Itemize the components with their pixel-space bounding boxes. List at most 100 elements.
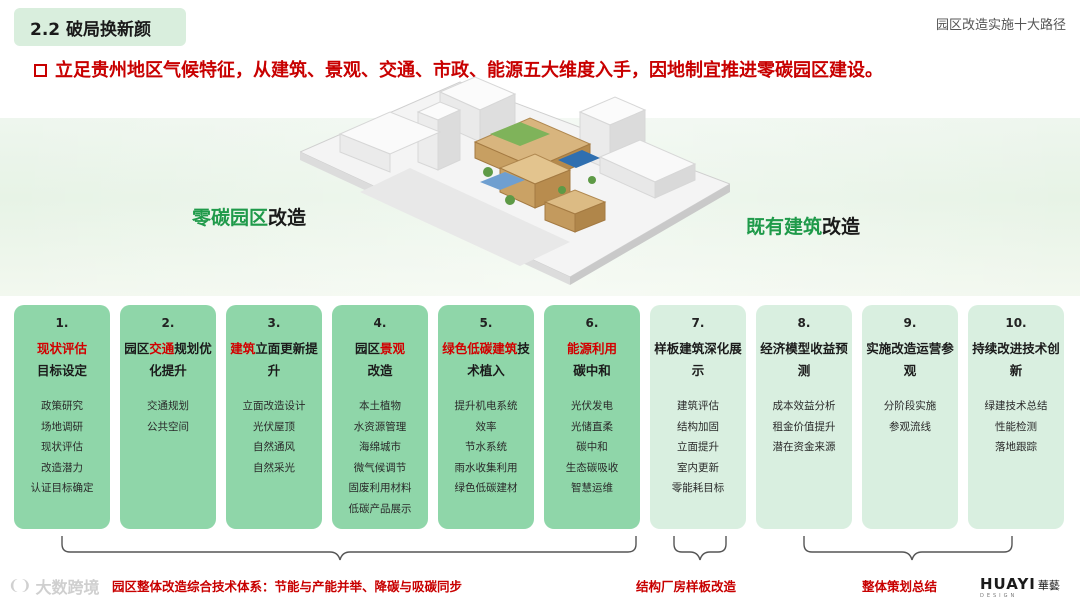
card-item: 认证目标确定 [30, 482, 94, 494]
card-item: 碳中和 [576, 441, 608, 453]
card-title-red: 景观 [380, 341, 406, 356]
card-7: 7. 样板建筑深化展示 建筑评估 结构加固 立面提升 室内更新 零能耗目标 [650, 305, 746, 529]
card-item: 公共空间 [147, 420, 189, 433]
card-number: 4. [373, 316, 387, 330]
card-title: 建筑立面更新提升 [226, 338, 322, 382]
card-item: 立面提升 [677, 441, 719, 453]
card-item: 落地跟踪 [995, 441, 1037, 453]
card-items: 交通规划 公共空间 [120, 396, 216, 437]
card-item: 自然采光 [253, 461, 295, 474]
watermark-logo-icon: ❨❩ [8, 578, 32, 594]
card-item: 雨水收集利用 [454, 461, 518, 474]
card-title: 绿色低碳建筑技术植入 [438, 338, 534, 382]
bracket-group-3 [803, 536, 1013, 561]
hero-right-rest-text: 改造 [822, 216, 861, 238]
card-5: 5. 绿色低碳建筑技术植入 提升机电系统 效率 节水系统 雨水收集利用 绿色低碳… [438, 305, 534, 529]
bracket-group-2 [673, 536, 727, 561]
card-title: 样板建筑深化展示 [654, 341, 742, 378]
card-4: 4. 园区景观改造 本土植物 水资源管理 海绵城市 微气候调节 固废利用材料 低… [332, 305, 428, 529]
section-title: 2.2 破局换新颜 [14, 8, 186, 46]
card-title-rest: 目标设定 [36, 363, 87, 378]
hero-left-green-text: 零碳园区 [192, 207, 269, 229]
logo-sub: DESIGN [980, 593, 1018, 599]
card-title-red: 能源利用 [566, 341, 617, 356]
card-item: 光伏发电 [571, 400, 613, 412]
card-title: 园区交通规划优化提升 [120, 338, 216, 382]
group-1-caption: 园区整体改造综合技术体系：节能与产能并举、降碳与吸碳同步 [112, 579, 463, 594]
card-item: 分阶段实施 [883, 400, 937, 412]
card-10: 10. 持续改进技术创新 绿建技术总结 性能检测 落地跟踪 [968, 305, 1064, 529]
card-number: 5. [479, 316, 493, 330]
card-item: 海绵城市 [359, 441, 401, 453]
card-3: 3. 建筑立面更新提升 立面改造设计 光伏屋顶 自然通风 自然采光 [226, 305, 322, 529]
card-title-pre: 园区 [124, 341, 150, 356]
card-items: 绿建技术总结 性能检测 落地跟踪 [968, 396, 1064, 458]
card-number: 8. [797, 316, 811, 330]
card-items: 政策研究 场地调研 现状评估 改造潜力 认证目标确定 [14, 396, 110, 499]
card-item: 现状评估 [41, 441, 83, 453]
card-item: 节水系统 [465, 441, 507, 453]
card-item: 立面改造设计 [242, 400, 306, 412]
card-items: 立面改造设计 光伏屋顶 自然通风 自然采光 [226, 396, 322, 478]
card-item: 建筑评估 [677, 400, 719, 412]
card-8: 8. 经济模型收益预测 成本效益分析 租金价值提升 潜在资金来源 [756, 305, 852, 529]
bracket-group-1 [61, 536, 637, 561]
card-item: 微气候调节 [353, 461, 407, 474]
card-items: 本土植物 水资源管理 海绵城市 微气候调节 固废利用材料 低碳产品展示 [332, 396, 428, 519]
card-title-red: 绿色低碳建筑 [442, 341, 518, 356]
section-title-text: 2.2 破局换新颜 [30, 19, 152, 40]
watermark-text: 大数跨境 [35, 578, 100, 597]
card-title-rest: 技术植入 [467, 341, 530, 378]
logo-cn: 華藝 [1037, 579, 1060, 592]
card-item: 绿色低碳建材 [454, 482, 518, 494]
card-item: 自然通风 [253, 441, 295, 453]
card-item: 政策研究 [41, 400, 83, 412]
card-title-red: 建筑 [230, 341, 256, 356]
card-6: 6. 能源利用碳中和 光伏发电 光储直柔 碳中和 生态碳吸收 智慧运维 [544, 305, 640, 529]
card-number: 3. [267, 316, 281, 330]
card-item: 交通规划 [147, 400, 189, 412]
card-item: 生态碳吸收 [565, 461, 619, 474]
card-items: 建筑评估 结构加固 立面提升 室内更新 零能耗目标 [650, 396, 746, 499]
card-2: 2. 园区交通规划优化提升 交通规划 公共空间 [120, 305, 216, 529]
card-title: 持续改进技术创新 [972, 341, 1060, 378]
card-item: 参观流线 [889, 420, 931, 433]
group-2-caption: 结构厂房样板改造 [636, 579, 737, 594]
card-item: 智慧运维 [571, 482, 613, 494]
card-items: 分阶段实施 参观流线 [862, 396, 958, 437]
card-number: 6. [585, 316, 599, 330]
card-title-rest: 立面更新提升 [255, 341, 318, 378]
card-item: 光伏屋顶 [253, 420, 295, 433]
card-item: 绿建技术总结 [984, 400, 1048, 412]
watermark: ❨❩ 大数跨境 [8, 574, 99, 598]
card-title: 经济模型收益预测 [760, 341, 848, 378]
card-item: 提升机电系统 [454, 400, 518, 412]
card-title-red: 交通 [149, 341, 175, 356]
card-item: 租金价值提升 [772, 420, 836, 433]
card-number: 1. [55, 316, 69, 330]
card-item: 效率 [475, 420, 497, 433]
card-item: 本土植物 [359, 400, 401, 412]
card-title-rest: 碳中和 [573, 363, 611, 378]
hero-right-green-text: 既有建筑 [746, 216, 823, 238]
card-title: 现状评估目标设定 [14, 338, 110, 382]
card-items: 光伏发电 光储直柔 碳中和 生态碳吸收 智慧运维 [544, 396, 640, 499]
card-item: 性能检测 [995, 420, 1037, 433]
hero-label-zero-carbon-park: 零碳园区改造 [192, 203, 306, 230]
card-title: 实施改造运营参观 [866, 341, 954, 378]
card-item: 场地调研 [41, 420, 83, 433]
card-item: 水资源管理 [353, 420, 407, 433]
card-number: 9. [903, 316, 917, 330]
card-items: 成本效益分析 租金价值提升 潜在资金来源 [756, 396, 852, 458]
card-item: 室内更新 [677, 461, 719, 474]
card-number: 7. [691, 316, 705, 330]
card-title: 能源利用碳中和 [544, 338, 640, 382]
card-items: 提升机电系统 效率 节水系统 雨水收集利用 绿色低碳建材 [438, 396, 534, 499]
top-right-caption: 园区改造实施十大路径 [935, 18, 1066, 33]
card-title: 园区景观改造 [332, 338, 428, 382]
card-item: 零能耗目标 [671, 482, 725, 494]
card-item: 光储直柔 [571, 420, 613, 433]
card-item: 成本效益分析 [772, 400, 836, 412]
